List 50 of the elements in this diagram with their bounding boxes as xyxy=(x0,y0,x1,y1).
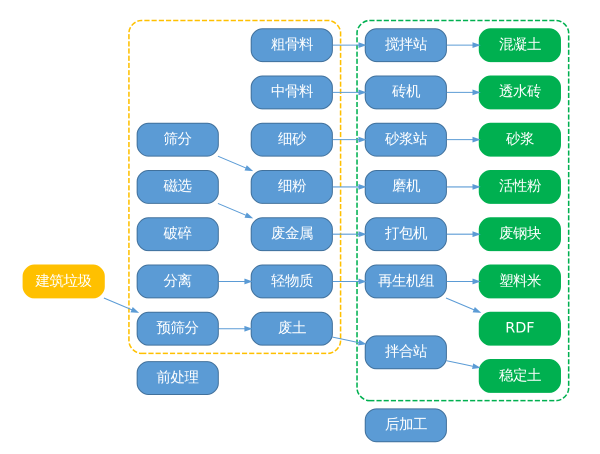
arrow xyxy=(218,326,253,332)
arrow xyxy=(332,184,367,190)
arrow xyxy=(446,42,481,48)
arrow xyxy=(332,90,367,96)
node-box: 细砂 xyxy=(250,122,333,157)
arrow xyxy=(446,90,481,96)
arrow xyxy=(332,231,367,238)
node-box: 前处理 xyxy=(136,361,219,395)
arrow xyxy=(332,42,367,48)
node-box: 废金属 xyxy=(250,217,333,252)
arrow xyxy=(332,136,367,143)
node-box: 透水砖 xyxy=(478,75,561,110)
arrow xyxy=(218,202,254,218)
arrow xyxy=(446,278,481,284)
node-box: 砖机 xyxy=(364,75,447,110)
node-box: 后加工 xyxy=(364,408,447,442)
arrow xyxy=(446,360,481,370)
node-box: 砂浆站 xyxy=(364,122,447,157)
node-box: 塑料米 xyxy=(478,264,561,298)
arrow xyxy=(446,231,481,238)
node-box: 磁选 xyxy=(136,170,219,204)
node-box: 再生机组 xyxy=(364,264,447,298)
arrow xyxy=(104,298,140,313)
node-box: 中骨料 xyxy=(250,75,333,110)
node-box: 预筛分 xyxy=(136,312,219,346)
node-box: 砂浆 xyxy=(478,122,561,157)
node-box: 废土 xyxy=(250,312,333,346)
arrow xyxy=(332,278,367,284)
node-box: 打包机 xyxy=(364,217,447,252)
node-box: 活性粉 xyxy=(478,170,561,204)
node-box: 稳定土 xyxy=(478,359,561,393)
node-box: 混凝土 xyxy=(478,28,561,62)
node-box: 轻物质 xyxy=(250,264,333,298)
node-box: 拌合站 xyxy=(364,335,447,370)
node-box: 磨机 xyxy=(364,170,447,204)
arrow xyxy=(218,156,254,172)
node-box: 细粉 xyxy=(250,170,333,204)
node-box: 筛分 xyxy=(136,122,219,157)
arrow xyxy=(446,298,482,313)
node-box: 建筑垃圾 xyxy=(22,264,105,298)
node-box: RDF xyxy=(478,312,561,346)
node-box: 废钢块 xyxy=(478,217,561,252)
node-box: 破碎 xyxy=(136,217,219,252)
arrow xyxy=(446,184,481,190)
node-box: 搅拌站 xyxy=(364,28,447,62)
node-box: 粗骨料 xyxy=(250,28,333,62)
arrow xyxy=(446,136,481,143)
node-box: 分离 xyxy=(136,264,219,298)
arrow xyxy=(218,278,253,284)
arrow xyxy=(332,336,367,346)
